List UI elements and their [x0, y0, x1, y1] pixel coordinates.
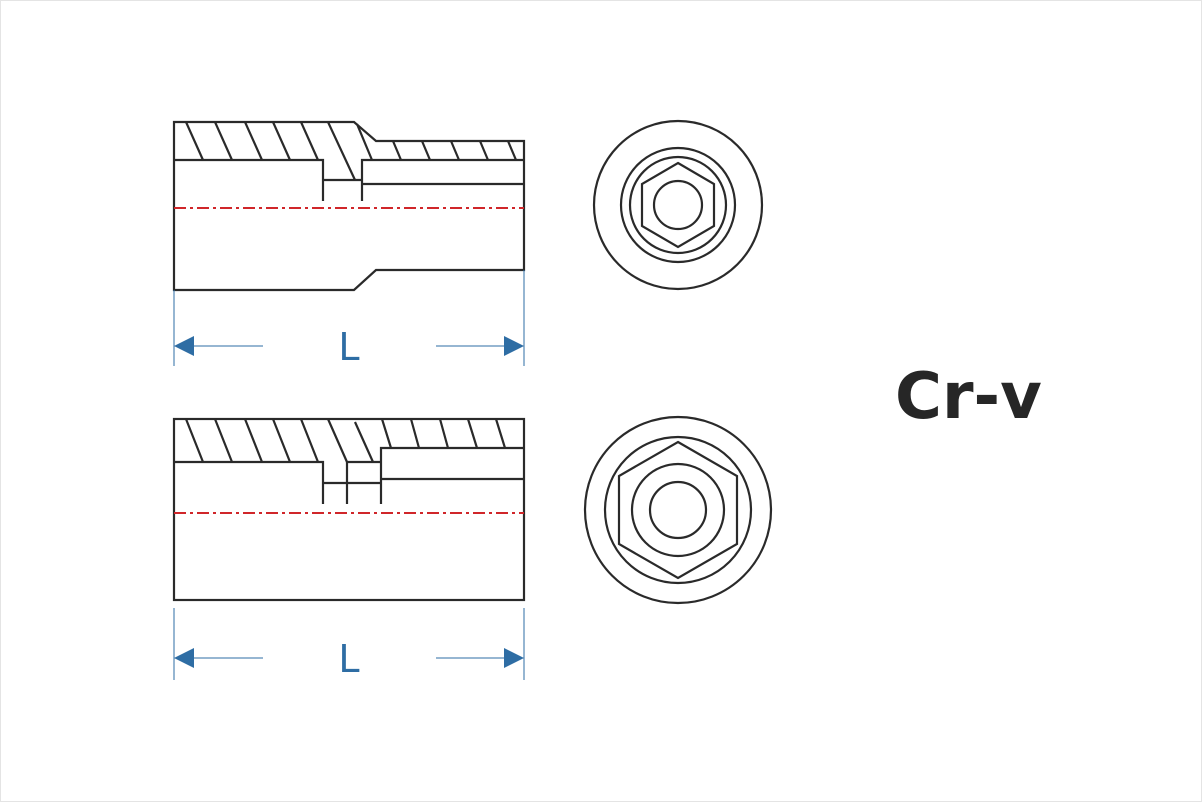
dimension-label: L: [338, 325, 359, 369]
top-length-dimension: L: [173, 270, 525, 369]
arrow-right-icon: [504, 336, 524, 356]
dimension-label: L: [338, 637, 359, 681]
bottom-socket-side-view: [172, 417, 526, 602]
arrow-left-icon: [174, 336, 194, 356]
material-label: Cr-v: [895, 360, 1042, 434]
arrow-left-icon: [174, 648, 194, 668]
top-socket-end-view: [592, 119, 764, 291]
bottom-socket-end-view: [583, 415, 773, 605]
arrow-right-icon: [504, 648, 524, 668]
top-socket-side-view: [172, 120, 526, 292]
bottom-length-dimension: L: [173, 608, 525, 681]
